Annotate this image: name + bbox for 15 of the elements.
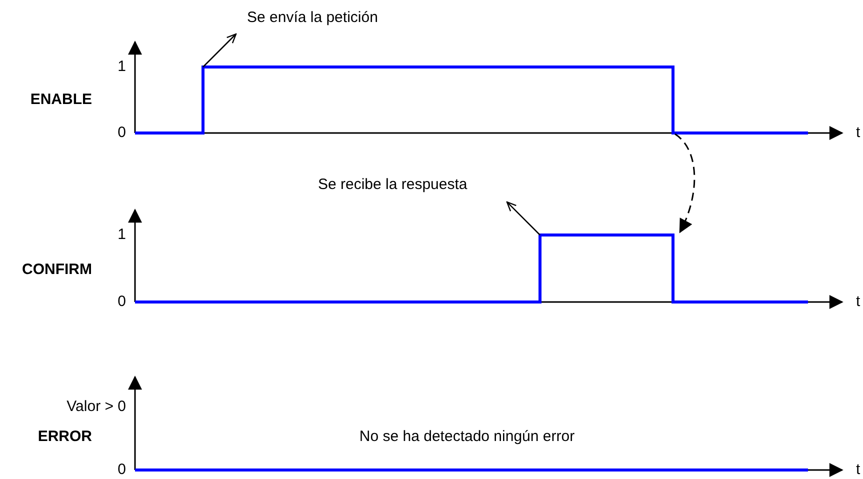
- signal-name: CONFIRM: [22, 261, 92, 279]
- axis-tick-label: 0: [118, 461, 126, 479]
- axis-label: t: [856, 293, 860, 311]
- axis-tick-label: Valor > 0: [66, 398, 126, 416]
- annotation-text: Se recibe la respuesta: [318, 176, 468, 194]
- note-text: No se ha detectado ningún error: [359, 428, 575, 446]
- axis-tick-label: 1: [118, 58, 126, 76]
- signal-name: ENABLE: [30, 91, 92, 109]
- axis-label: t: [856, 124, 860, 142]
- annotation-text: Se envía la petición: [247, 9, 378, 27]
- signal-name: ERROR: [38, 428, 92, 446]
- axis-tick-label: 0: [118, 293, 126, 311]
- axis-tick-label: 0: [118, 124, 126, 142]
- axis-label: t: [856, 461, 860, 479]
- axis-tick-label: 1: [118, 226, 126, 244]
